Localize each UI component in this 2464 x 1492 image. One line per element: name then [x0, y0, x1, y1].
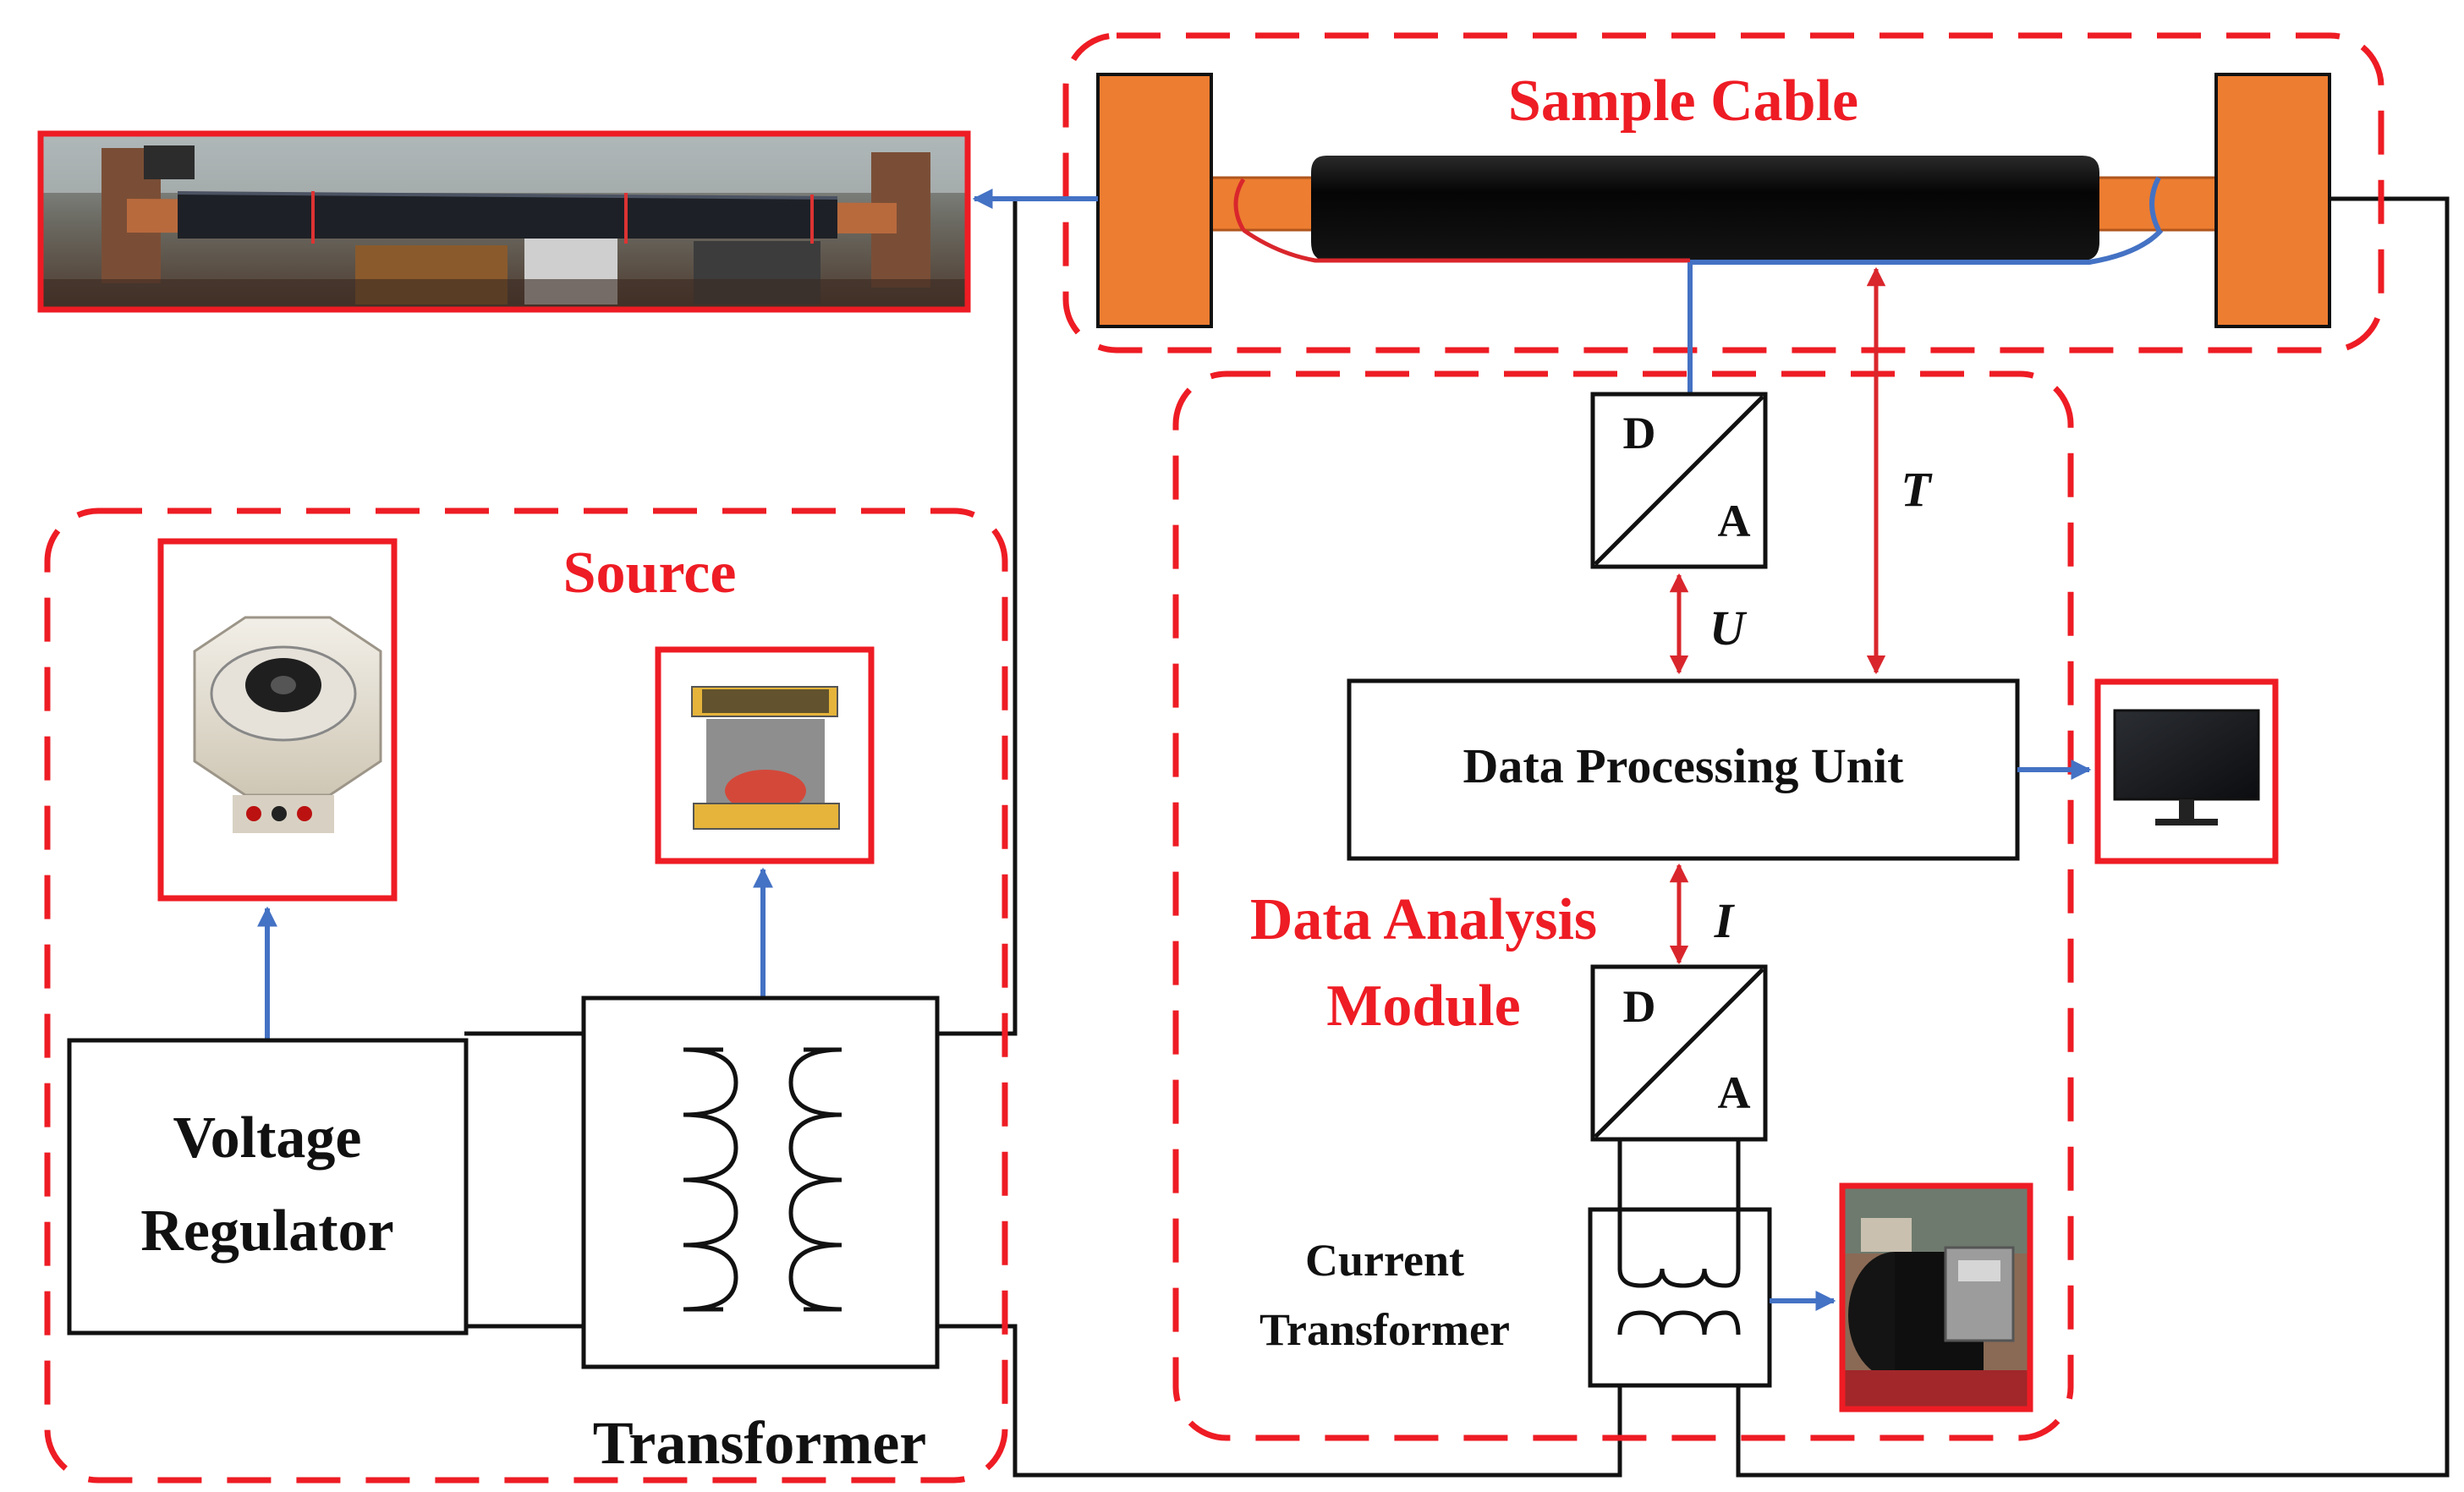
current-transformer-label-1: Current — [1305, 1235, 1464, 1286]
data-processing-unit-box — [1347, 678, 2020, 861]
wire-return — [1736, 196, 2450, 1478]
voltage-regulator-label-2: Regulator — [140, 1199, 393, 1264]
current-transformer-box — [1588, 1207, 1772, 1388]
current-transformer-photo — [1839, 1182, 2033, 1412]
cable-right-terminal — [2214, 73, 2331, 328]
sample-cable-region — [1062, 32, 2384, 354]
converter-bottom-divider — [1594, 968, 1764, 1138]
cable-jacket — [1311, 156, 2099, 261]
transformer-label: Transformer — [593, 1409, 927, 1477]
sample-cable-title: Sample Cable — [1508, 69, 1858, 134]
voltage-regulator-box — [67, 1038, 469, 1336]
sample-cable — [1096, 73, 2331, 394]
data-analysis-title-2: Module — [1326, 974, 1520, 1039]
temperature-signal-label: T — [1901, 462, 1933, 517]
source-region — [44, 507, 1008, 1484]
converter-bottom-a: A — [1718, 1067, 1751, 1118]
converter-top-d: D — [1623, 408, 1656, 458]
transformer-photo — [655, 646, 875, 864]
data-processing-unit-label: Data Processing Unit — [1463, 738, 1905, 793]
data-analysis-title-1: Data Analysis — [1250, 887, 1597, 952]
left-sheath-ring — [1233, 178, 1246, 232]
voltage-signal-label: U — [1709, 601, 1748, 655]
wire-secondary-top — [801, 196, 1098, 1050]
data-analysis-region — [1172, 370, 2074, 1441]
left-sheath-line — [1242, 228, 1690, 263]
variac-photo — [157, 538, 398, 902]
current-transformer-coils — [1617, 1210, 1741, 1336]
transformer-box — [581, 996, 940, 1369]
current-signal-label: I — [1714, 893, 1736, 948]
converter-top-divider — [1594, 395, 1764, 566]
current-transformer-label-2: Transformer — [1259, 1304, 1510, 1355]
converter-top-a: A — [1718, 496, 1751, 546]
source-title: Source — [563, 540, 737, 606]
voltage-regulator-label-1: Voltage — [173, 1105, 362, 1171]
converter-bottom-d: D — [1623, 981, 1656, 1032]
transformer-coils — [683, 1047, 842, 1312]
right-sheath-line — [1690, 228, 2164, 265]
right-sheath-ring — [2149, 176, 2161, 232]
monitor-photo — [2094, 678, 2279, 864]
cable-test-setup-photo — [37, 130, 971, 313]
cable-left-terminal — [1096, 73, 1213, 328]
